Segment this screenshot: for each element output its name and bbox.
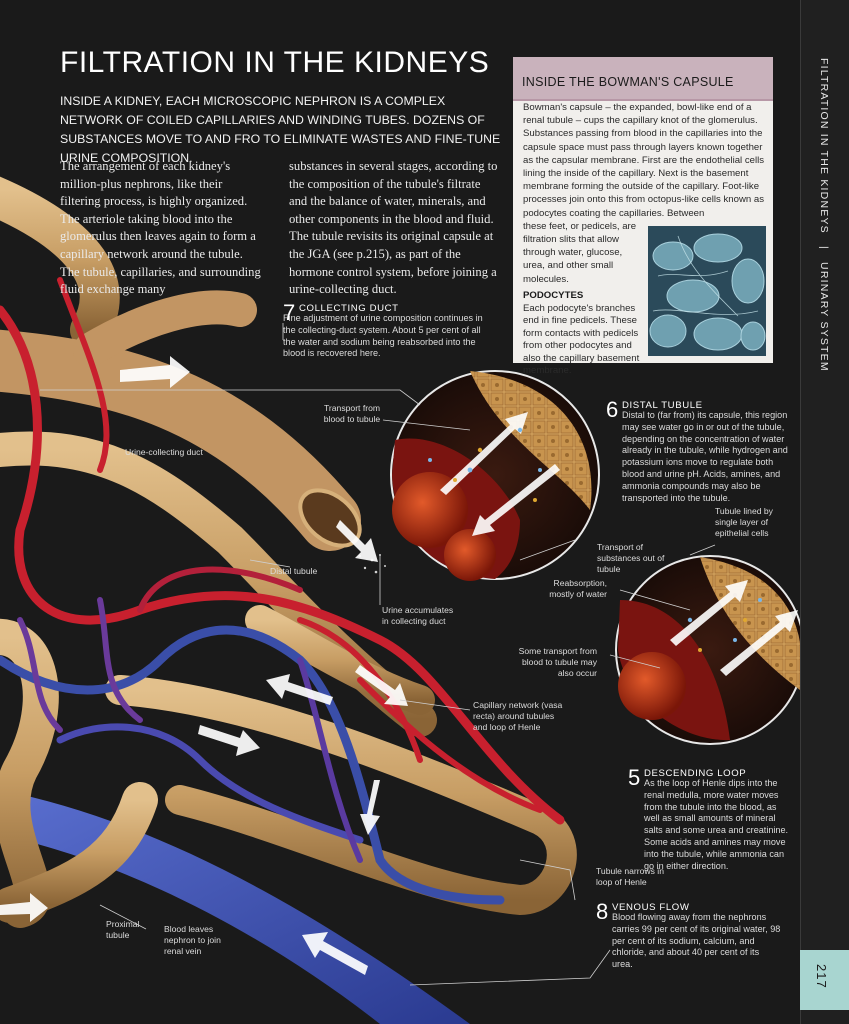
- artery-branch: [137, 566, 303, 613]
- panel-body-wrap: these feet, or pedicels, are filtration …: [523, 220, 637, 285]
- podocytes-heading: PODOCYTES: [523, 290, 584, 301]
- label-urine-accumulates: Urine accumulates in collecting duct: [382, 605, 454, 626]
- intro-text: INSIDE A KIDNEY, EACH MICROSCOPIC NEPHRO…: [60, 94, 501, 165]
- artery-branch: [357, 677, 543, 813]
- panel-heading: INSIDE THE BOWMAN'S CAPSULE: [522, 75, 734, 89]
- label-tubule-narrows: Tubule narrows in loop of Henle: [596, 866, 664, 887]
- chapter-sidebar: [800, 0, 849, 1024]
- step-venous-flow: 8 VENOUS FLOW Blood flowing away from th…: [596, 899, 786, 969]
- step-text: Fine adjustment of urine composition con…: [283, 313, 483, 359]
- sidebar-chapter-line: FILTRATION IN THE KIDNEYS | URINARY SYST…: [818, 58, 830, 372]
- sidebar-text: FILTRATION IN THE KIDNEYS | URINARY SYST…: [810, 58, 832, 372]
- loop-of-henle: [105, 675, 577, 916]
- step-heading: VENOUS FLOW: [612, 902, 690, 913]
- step-number: 7: [283, 300, 296, 325]
- label-reabsorption: Reabsorption, mostly of water: [549, 578, 607, 599]
- flow-arrow: [355, 665, 408, 706]
- label-capillary-network: Capillary network (vasa recta) around tu…: [473, 700, 563, 732]
- step-text: Distal to (far from) its capsule, this r…: [622, 410, 788, 503]
- sidebar-section: URINARY SYSTEM: [818, 262, 830, 372]
- step-descending-loop: 5 DESCENDING LOOP As the loop of Henle d…: [628, 765, 793, 871]
- vein-branch: [17, 617, 63, 733]
- label-blood-leaves: Blood leaves nephron to join renal vein: [164, 924, 221, 956]
- body-column-1: The arrangement of each kidney's million…: [60, 159, 261, 297]
- step-collecting-duct: 7 COLLECTING DUCT Fine adjustment of uri…: [283, 300, 493, 360]
- label-transport-out: Transport of substances out of tubule: [597, 542, 665, 574]
- nephron-illustration: [0, 176, 800, 1024]
- flow-arrow: [336, 520, 378, 562]
- label-urine-duct: Urine-collecting duct: [125, 447, 203, 457]
- page-title: FILTRATION IN THE KIDNEYS: [60, 46, 490, 79]
- flow-arrow: [120, 356, 190, 388]
- artery-main: [0, 305, 565, 825]
- sidebar-chapter: FILTRATION IN THE KIDNEYS: [818, 58, 830, 234]
- page-number: 217: [814, 964, 829, 989]
- panel-body: Bowman's capsule – the expanded, bowl-li…: [523, 101, 767, 286]
- step-heading: DESCENDING LOOP: [644, 768, 747, 779]
- flow-arrow: [302, 932, 368, 975]
- label-tubule-lined: Tubule lined by single layer of epitheli…: [715, 506, 773, 538]
- step-heading: DISTAL TUBULE: [622, 400, 703, 411]
- step-heading: COLLECTING DUCT: [299, 303, 399, 314]
- step-text: Blood flowing away from the nephrons car…: [612, 912, 781, 970]
- artery-branch: [57, 277, 110, 473]
- podocyte-micrograph: [648, 226, 766, 356]
- page-number-tab: 217: [800, 950, 849, 1010]
- label-transport-to: Transport from blood to tubule: [323, 403, 381, 424]
- podocytes-text: Each podocyte's branches end in fine ped…: [523, 303, 640, 377]
- step-number: 5: [628, 765, 641, 790]
- step-text: As the loop of Henle dips into the renal…: [644, 778, 789, 871]
- vein-branch: [97, 597, 143, 723]
- panel-header: INSIDE THE BOWMAN'S CAPSULE: [513, 57, 773, 101]
- step-distal-tubule: 6 DISTAL TUBULE Distal to (far from) its…: [606, 397, 796, 503]
- collecting-duct: [0, 329, 361, 551]
- panel-body-text: Bowman's capsule – the expanded, bowl-li…: [523, 102, 765, 219]
- label-proximal: Proximal tubule: [106, 919, 140, 940]
- vein-branch: [56, 723, 364, 844]
- body-column-2: substances in several stages, according …: [289, 159, 498, 297]
- step-number: 8: [596, 899, 609, 924]
- flow-arrow: [360, 780, 380, 835]
- step-number: 6: [606, 397, 619, 422]
- flow-arrow: [198, 725, 260, 756]
- magnified-descending-loop: [615, 555, 800, 745]
- flow-arrow: [0, 893, 48, 922]
- duct-branch: [73, 290, 257, 367]
- vein-branch: [297, 657, 363, 863]
- artery-branch: [297, 617, 423, 763]
- label-some-transport: Some transport from blood to tubule may …: [518, 646, 597, 678]
- sidebar-separator: |: [818, 245, 830, 250]
- tubule-segment: [0, 176, 120, 350]
- flow-arrow: [266, 674, 333, 705]
- magnified-distal-tubule: [390, 370, 600, 581]
- label-distal: Distal tubule: [270, 566, 318, 576]
